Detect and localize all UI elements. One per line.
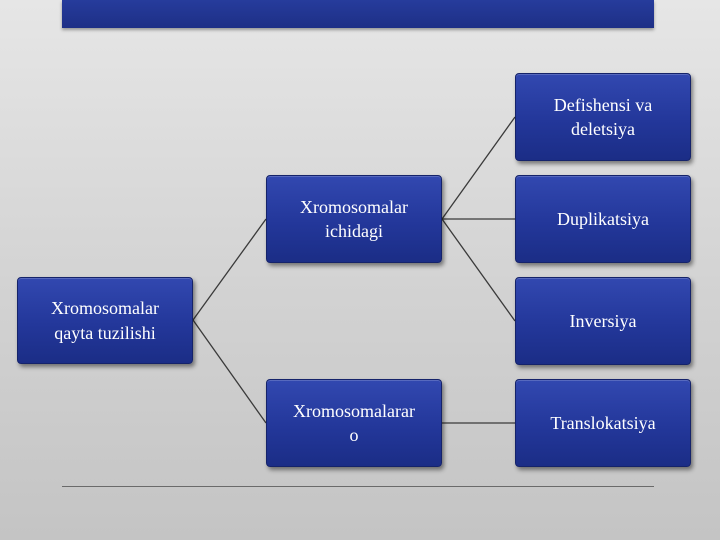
node-deficiency-deletion: Defishensi va deletsiya xyxy=(515,73,691,161)
node-intrachromosomal: Xromosomalar ichidagi xyxy=(266,175,442,263)
node-interchromosomal: Xromosomalarar o xyxy=(266,379,442,467)
connector-intra-to-deletion xyxy=(441,116,516,220)
node-inversion: Inversiya xyxy=(515,277,691,365)
connector-intra-to-inversion xyxy=(441,218,516,322)
footer-rule xyxy=(62,486,654,487)
node-duplication: Duplikatsiya xyxy=(515,175,691,263)
node-chromosome-rearrangement: Xromosomalar qayta tuzilishi xyxy=(17,277,193,364)
connector-root-to-intra xyxy=(192,218,267,321)
title-bar xyxy=(62,0,654,28)
node-translocation: Translokatsiya xyxy=(515,379,691,467)
connector-root-to-inter xyxy=(192,319,267,424)
